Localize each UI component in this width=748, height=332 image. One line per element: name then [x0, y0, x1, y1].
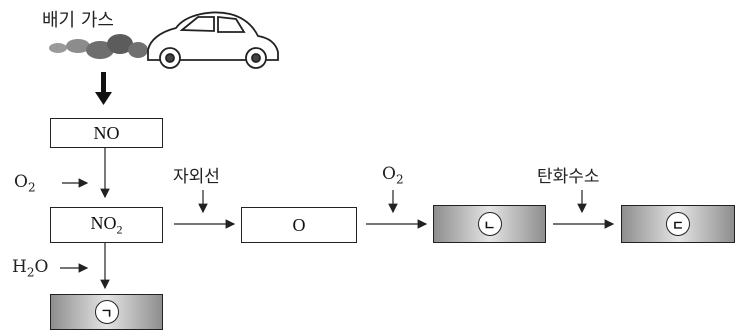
h2o-label: H2O [12, 257, 49, 280]
no-formula: NO [93, 122, 120, 143]
mark-g: ㄱ [94, 300, 119, 324]
o-box: O [241, 207, 357, 243]
exhaust-arrow [95, 72, 112, 105]
exhaust-smoke [49, 34, 148, 59]
no2-box: NO2 [50, 207, 163, 243]
mark-d: ㄷ [666, 212, 690, 236]
o2-left-label: O2 [14, 172, 36, 195]
o-formula: O [292, 214, 306, 235]
box-d: ㄷ [621, 205, 735, 243]
hydrocarbon-label: 탄화수소 [537, 167, 600, 187]
no2-formula: NO2 [90, 212, 123, 237]
exhaust-gas-label: 배기 가스 [42, 10, 114, 31]
uv-label: 자외선 [173, 167, 220, 187]
car-icon [147, 11, 279, 69]
box-n: ㄴ [433, 205, 546, 243]
no-box: NO [50, 118, 163, 148]
mark-n: ㄴ [477, 212, 502, 236]
o2-top-label: O2 [382, 164, 404, 187]
box-g: ㄱ [50, 294, 163, 330]
